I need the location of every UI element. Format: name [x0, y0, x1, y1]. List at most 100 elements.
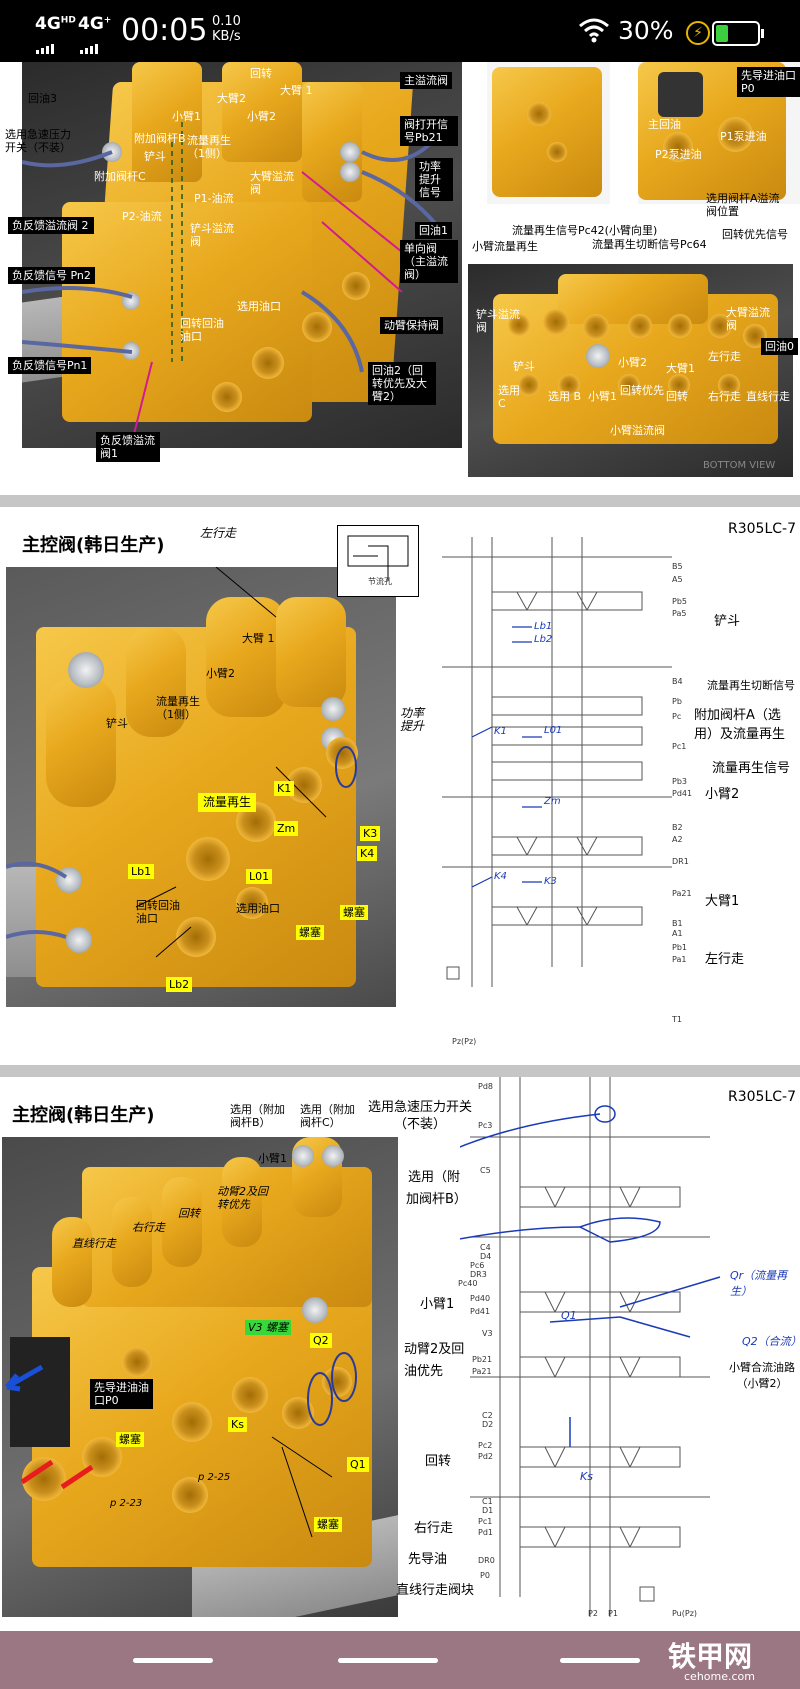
nav-recents-button[interactable] — [560, 1658, 640, 1663]
nav-back-button[interactable] — [133, 1658, 213, 1663]
label-xuanyong-c: 选用（附加阀杆C） — [300, 1103, 355, 1129]
label-p225: p 2-25 — [198, 1472, 231, 1483]
sch-pz: Pz(Pz) — [452, 1037, 477, 1046]
label-dabi-yiliu: 大臂溢流阀 — [250, 170, 294, 196]
sch-pc1: Pc1 — [672, 742, 687, 751]
valve-photo-bottom-view: 铲斗溢流阀 大臂溢流阀 铲斗 选用C 选用 B 小臂1 回转优先 小臂2 大臂1… — [468, 264, 793, 477]
label-zuoxingzou: 左行走 — [200, 526, 237, 540]
label-huizhuan-r: 回转 — [666, 390, 688, 403]
label-liuliang-pc42: 流量再生信号Pc42(小臂向里) — [512, 224, 658, 237]
label-liuliang-zaisheng: 流量再生（1侧） — [156, 695, 200, 721]
label-xiaobi1: 小臂1 — [258, 1152, 287, 1165]
sch3-p2: P2 — [588, 1609, 598, 1618]
label-huiyou1: 回油1 — [415, 222, 452, 239]
label-xuanyong-fagan-a: 选用阀杆A溢流阀位置 — [706, 192, 780, 218]
sch-label-qr: Qr（流量再生） — [730, 1269, 788, 1298]
label-huizhuan-youxian-r: 回转优先 — [620, 384, 664, 397]
label-huizhuan: 回转 — [178, 1207, 200, 1220]
label-zhixian: 直线行走 — [72, 1237, 116, 1250]
sch-pc: Pc — [672, 712, 682, 721]
sch-label-xiaobi-heliu: 小臂合流油路（小臂2） — [729, 1361, 795, 1390]
sch3-pc6: Pc6 — [470, 1261, 485, 1270]
label-chandou: 铲斗 — [144, 150, 166, 163]
tag-lb2: Lb2 — [166, 977, 193, 992]
slide-2-title: 主控阀(韩日生产) — [22, 535, 165, 556]
sch-pb5: Pb5 — [672, 597, 687, 606]
slide-separator-2 — [0, 1065, 800, 1077]
sch3-c4: C4 — [480, 1243, 491, 1252]
sch-pb: Pb — [672, 697, 682, 706]
label-qieduan-pc64: 流量再生切断信号Pc64 — [592, 238, 707, 251]
slide-1: 附加阀杆B 附加阀杆C P2-油流 P1-油流 小臂1 大臂2 回转 大臂 1 … — [0, 62, 800, 495]
sch3-pb21: Pb21 — [472, 1355, 493, 1364]
label-dabi-yiliu-r: 大臂溢流阀 — [726, 306, 770, 332]
sch-pa5: Pa5 — [672, 609, 687, 618]
sch-label-qieduan: 流量再生切断信号 — [707, 679, 795, 692]
label-dabi1-r: 大臂1 — [666, 362, 695, 375]
watermark-url: cehome.com — [684, 1670, 755, 1683]
sch-b4: B4 — [672, 677, 683, 686]
sch3-d4: D4 — [480, 1252, 492, 1261]
sch-label-dongbi2: 动臂2及回油优先 — [404, 1342, 465, 1379]
sch3-d1: D1 — [482, 1506, 494, 1515]
sch-label-huizhuan: 回转 — [425, 1454, 452, 1469]
sch3-v3: V3 — [482, 1329, 493, 1338]
tag-zm: Zm — [274, 821, 299, 836]
label-xiaobi1: 小臂1 — [172, 110, 201, 123]
slide-3: 主控阀(韩日生产) R305LC-7 小臂1 — [0, 1077, 800, 1631]
sch3-pd41: Pd41 — [470, 1307, 491, 1316]
label-dabi1: 大臂 1 — [242, 632, 275, 645]
sch3-pd8: Pd8 — [478, 1082, 493, 1091]
network-indicator-2: 4G+ — [78, 14, 112, 34]
label-huizhuan: 回转 — [250, 67, 272, 80]
sch3-pd40: Pd40 — [470, 1294, 491, 1303]
sch-pa1: Pa1 — [672, 955, 687, 964]
nav-home-button[interactable] — [338, 1658, 438, 1663]
label-huiyou0: 回油0 — [761, 338, 798, 355]
label-p2-beng: P2泵进油 — [655, 148, 702, 161]
sch3-pd1: Pd1 — [478, 1528, 493, 1537]
schematic-inset: 节流孔 — [337, 525, 419, 597]
label-xuanyong-b: 选用 B — [548, 390, 582, 403]
sch-label-zhixian-block: 直线行走阀块 — [396, 1583, 475, 1598]
label-youxingzou-r: 右行走 — [708, 390, 741, 403]
sch-zm: Zm — [544, 796, 561, 807]
sch3-pc2: Pc2 — [478, 1441, 493, 1450]
tag-l01: L01 — [246, 869, 273, 884]
label-xiaobi-zaisheng: 小臂流量再生 — [472, 240, 538, 253]
signal-icon-1 — [36, 35, 56, 54]
label-xiaobi2-r: 小臂2 — [618, 356, 647, 369]
sch-label-dabi1: 大臂1 — [705, 894, 740, 909]
label-p223: p 2-23 — [110, 1498, 143, 1509]
sch-label-xiaobi2: 小臂2 — [705, 787, 740, 802]
charging-icon: ⚡ — [686, 21, 710, 45]
label-huizhuan-huiyou: 回转回油油口 — [136, 899, 180, 925]
label-huiyou2: 回油2（回转优先及大臂2） — [368, 362, 436, 405]
sch3-pd2: Pd2 — [478, 1452, 493, 1461]
tag-luosai-1: 螺塞 — [340, 905, 368, 920]
tag-luosai-bottom: 螺塞 — [314, 1517, 342, 1532]
label-zhixian-xingzou: 直线行走 — [746, 390, 790, 403]
sch-label-zaisheng-xinhao: 流量再生信号 — [712, 761, 791, 776]
label-xiaobi2: 小臂2 — [247, 110, 276, 123]
label-fufankui-pn2: 负反馈信号 Pn2 — [8, 267, 95, 284]
label-huiyou3: 回油3 — [28, 92, 57, 105]
sch-b1: B1 — [672, 919, 683, 928]
sch3-pc3: Pc3 — [478, 1121, 493, 1130]
label-inset: 节流孔 — [368, 577, 392, 586]
label-huizhuan-huiyou: 回转回油油口 — [180, 317, 224, 343]
label-fufankui-yiliu1: 负反馈溢流阀1 — [96, 432, 160, 462]
sch3-pa21: Pa21 — [472, 1367, 492, 1376]
label-xuanyong-youkou: 选用油口 — [237, 300, 281, 313]
label-fujia-c: 附加阀杆C — [94, 170, 146, 183]
label-gonglv-tisheng: 功率提升 — [400, 706, 425, 733]
label-xuanyong-jisuya: 选用急速压力开关（不装） — [5, 128, 71, 154]
sch3-d2: D2 — [482, 1420, 494, 1429]
sch-label-zuoxingzou: 左行走 — [705, 952, 745, 967]
label-dabi2: 大臂2 — [217, 92, 246, 105]
sch-label-q2: Q2（合流） — [742, 1335, 800, 1348]
tag-k4: K4 — [357, 846, 378, 861]
sch3-dr0: DR0 — [478, 1556, 495, 1565]
watermark-logo: 铁甲网 — [668, 1640, 753, 1673]
